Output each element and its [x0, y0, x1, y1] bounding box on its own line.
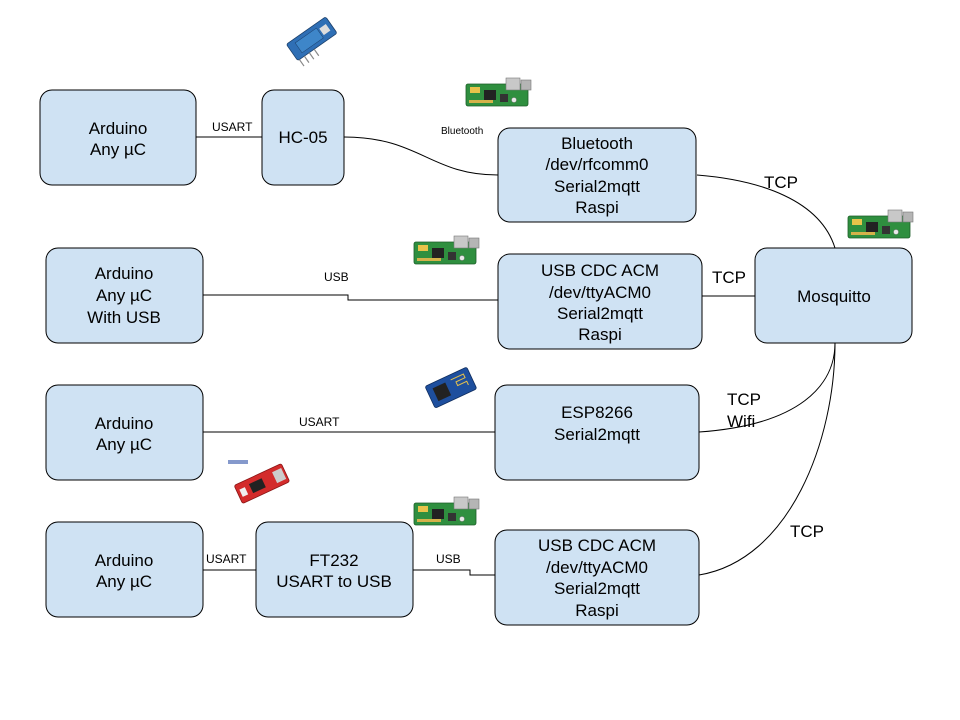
edge-label-tcp-1: TCP: [764, 173, 798, 192]
raspberry-pi-board-icon: [413, 496, 480, 526]
node-mosquitto-line-1: Mosquitto: [797, 287, 871, 306]
node-bt-raspi-line-4: Raspi: [575, 198, 618, 217]
node-bt-raspi: Bluetooth /dev/rfcomm0 Serial2mqtt Raspi: [497, 127, 697, 223]
node-esp8266: ESP8266 Serial2mqtt: [494, 384, 700, 481]
edge-hc05-bluetooth: [343, 136, 499, 176]
edge-label-tcp-4: TCP: [790, 522, 824, 541]
node-ft232-line-2: USART to USB: [276, 572, 392, 591]
edge-bt-mosquitto: [696, 174, 836, 249]
ft232-tiny-text-mark-icon: [228, 460, 248, 464]
node-bt-raspi-line-1: Bluetooth: [561, 134, 633, 153]
node-acm-raspi-2: USB CDC ACM /dev/ttyACM0 Serial2mqtt Ras…: [494, 529, 700, 626]
node-arduino4-line-2: Any µC: [96, 572, 152, 591]
esp8266-module-icon: [425, 367, 477, 408]
node-acm-raspi-1-line-1: USB CDC ACM: [541, 261, 659, 280]
node-acm-raspi-1-line-3: Serial2mqtt: [557, 304, 643, 323]
node-arduino3-line-1: Arduino: [95, 414, 154, 433]
node-arduino1: Arduino Any µC: [39, 89, 197, 186]
node-hc05: HC-05: [261, 89, 345, 186]
raspberry-pi-board-icon: [413, 235, 480, 265]
edge-label-usart-3: USART: [206, 552, 247, 566]
node-acm-raspi-2-line-2: /dev/ttyACM0: [546, 558, 648, 577]
edge-ft232-acm2: [413, 569, 495, 576]
edge-label-tcp-2: TCP: [712, 268, 746, 287]
raspberry-pi-board-icon: [465, 77, 532, 107]
node-mosquitto: Mosquitto: [754, 247, 913, 344]
node-arduino2-line-3: With USB: [87, 308, 161, 327]
edge-acm2-mosquitto: [698, 342, 836, 576]
raspberry-pi-board-icon: [847, 209, 914, 239]
edge-arduino2-acm1: [203, 294, 498, 301]
node-arduino3-line-2: Any µC: [96, 435, 152, 454]
edge-label-bluetooth: Bluetooth: [441, 126, 483, 137]
node-acm-raspi-1: USB CDC ACM /dev/ttyACM0 Serial2mqtt Ras…: [497, 253, 703, 350]
node-acm-raspi-1-line-4: Raspi: [578, 325, 621, 344]
node-arduino1-line-1: Arduino: [89, 119, 148, 138]
node-esp8266-line-1: ESP8266: [561, 403, 633, 422]
node-acm-raspi-2-line-4: Raspi: [575, 601, 618, 620]
edge-label-wifi: Wifi: [727, 412, 755, 431]
ft232-module-icon: [234, 463, 290, 504]
node-arduino3: Arduino Any µC: [45, 384, 204, 481]
node-arduino4-line-1: Arduino: [95, 551, 154, 570]
edge-esp-mosquitto: [698, 342, 836, 433]
node-acm-raspi-1-line-2: /dev/ttyACM0: [549, 283, 651, 302]
node-arduino2-line-1: Arduino: [95, 264, 154, 283]
node-esp8266-line-2: Serial2mqtt: [554, 425, 640, 444]
edge-label-usart-2: USART: [299, 415, 340, 429]
node-arduino2: Arduino Any µC With USB: [45, 247, 204, 344]
node-arduino2-line-2: Any µC: [96, 286, 152, 305]
node-acm-raspi-2-line-3: Serial2mqtt: [554, 579, 640, 598]
node-arduino4: Arduino Any µC: [45, 521, 204, 618]
node-ft232: FT232 USART to USB: [255, 521, 414, 618]
node-ft232-line-1: FT232: [309, 551, 358, 570]
node-bt-raspi-line-2: /dev/rfcomm0: [546, 155, 649, 174]
hc05-module-icon: [285, 16, 343, 68]
node-bt-raspi-line-3: Serial2mqtt: [554, 177, 640, 196]
node-arduino1-line-2: Any µC: [90, 140, 146, 159]
edge-label-usb-1: USB: [324, 270, 349, 284]
node-hc05-line-1: HC-05: [278, 128, 327, 147]
edge-label-usb-2: USB: [436, 552, 461, 566]
edge-label-usart-1: USART: [212, 120, 253, 134]
node-acm-raspi-2-line-1: USB CDC ACM: [538, 536, 656, 555]
edge-label-tcp-3: TCP: [727, 390, 761, 409]
